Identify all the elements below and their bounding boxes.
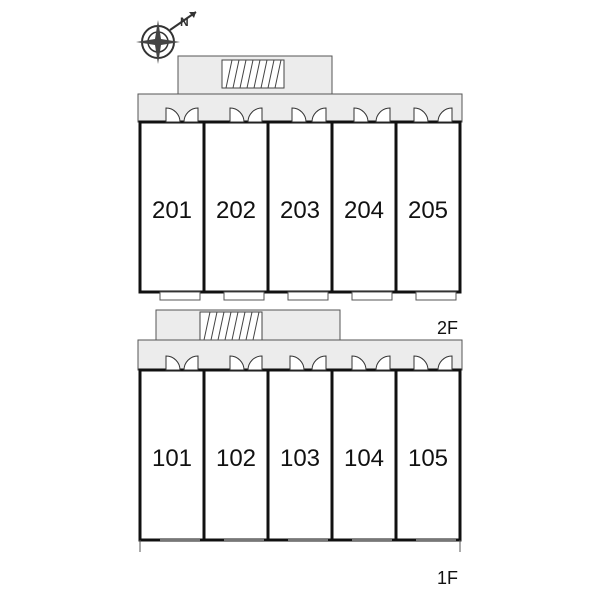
unit-202: 202 — [202, 120, 270, 301]
balcony-201 — [159, 291, 201, 301]
unit-label-103: 103 — [280, 445, 320, 472]
floor-label-1f: 1F — [437, 568, 458, 588]
staircase-1f — [199, 311, 263, 341]
staircase-2f — [221, 59, 285, 89]
compass-icon: N — [136, 11, 197, 64]
floor-2f: 201 202 203 204 205 — [137, 55, 463, 338]
doors-1f — [165, 355, 453, 371]
unit-203: 203 — [266, 120, 334, 301]
unit-204: 204 — [330, 120, 398, 301]
balcony-204 — [351, 291, 393, 301]
unit-label-203: 203 — [280, 197, 320, 224]
unit-label-201: 201 — [152, 197, 192, 224]
floor-1f: 101 102 103 104 105 — [137, 309, 463, 588]
unit-101: 101 — [138, 368, 206, 542]
unit-104: 104 — [330, 368, 398, 542]
balcony-205 — [415, 291, 457, 301]
unit-label-101: 101 — [152, 445, 192, 472]
balcony-203 — [287, 291, 329, 301]
doors-2f — [165, 107, 453, 123]
ground-line-1f — [139, 540, 461, 552]
unit-label-204: 204 — [344, 197, 384, 224]
unit-102: 102 — [202, 368, 270, 542]
unit-label-202: 202 — [216, 197, 256, 224]
unit-205: 205 — [394, 120, 462, 301]
balcony-202 — [223, 291, 265, 301]
unit-label-102: 102 — [216, 445, 256, 472]
unit-105: 105 — [394, 368, 462, 542]
unit-label-205: 205 — [408, 197, 448, 224]
unit-201: 201 — [138, 120, 206, 301]
floor-label-2f: 2F — [437, 318, 458, 338]
unit-label-104: 104 — [344, 445, 384, 472]
compass-north-letter: N — [180, 15, 189, 29]
unit-label-105: 105 — [408, 445, 448, 472]
unit-103: 103 — [266, 368, 334, 542]
